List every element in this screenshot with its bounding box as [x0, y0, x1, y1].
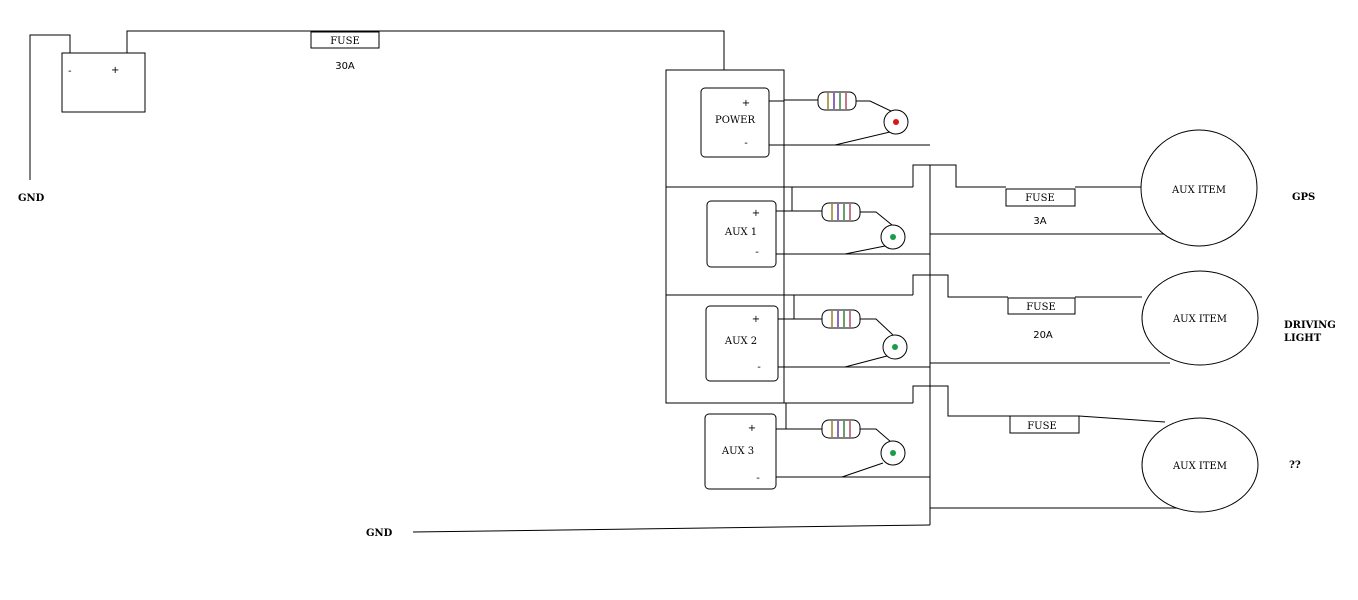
main-power-wire — [126, 30, 725, 70]
switch-aux2-led-wire-bottom — [844, 355, 888, 368]
aux-item-1-label: AUX ITEM — [1171, 185, 1226, 196]
switch-aux3-label: AUX 3 — [721, 446, 754, 457]
switch-power-label: POWER — [715, 115, 756, 126]
switch-aux2-label: AUX 2 — [724, 336, 757, 347]
aux-fuse-1-rating: 3A — [1033, 216, 1046, 227]
aux-item-2-label: AUX ITEM — [1172, 314, 1227, 325]
main-fuse-body — [310, 31, 380, 49]
aux-circuit-driving-light: FUSE 20A AUX ITEM DRIVING LIGHT — [930, 270, 1336, 366]
return-ground-wire — [412, 524, 931, 533]
switch-aux1-body — [706, 200, 777, 268]
aux2-output-step — [912, 274, 1008, 298]
main-fuse-rating: 30A — [335, 61, 355, 72]
battery-gnd-label: GND — [18, 193, 45, 204]
switch-aux3-minus: - — [756, 473, 760, 484]
switch-aux3-led-dot — [890, 450, 896, 456]
switch-aux3-led-wire-top — [860, 428, 892, 443]
switch-aux2-resistor-icon — [821, 309, 861, 329]
aux-fuse-2 — [1007, 297, 1076, 315]
main-fuse-label: FUSE — [330, 36, 360, 47]
aux-item-2-name-line1: DRIVING — [1284, 320, 1336, 331]
aux-item-3-label: AUX ITEM — [1172, 461, 1227, 472]
switch-aux3-body — [704, 413, 777, 490]
aux1-output-step — [912, 164, 1006, 188]
switch-aux3: + AUX 3 - — [704, 413, 930, 490]
aux3-output-step — [912, 385, 1010, 417]
main-fuse: FUSE 30A — [310, 31, 380, 72]
aux-item-3-name: ?? — [1289, 460, 1301, 471]
aux-circuit-gps: FUSE 3A AUX ITEM GPS — [930, 129, 1315, 247]
switch-aux2-led-dot — [892, 344, 898, 350]
battery-negative-terminal: - — [68, 66, 72, 77]
switch-power-resistor-icon — [817, 91, 857, 111]
switch-aux3-plus: + — [748, 423, 756, 434]
aux-fuse-1 — [1005, 188, 1076, 207]
battery-body — [61, 52, 146, 113]
switch-aux1: + AUX 1 - — [706, 200, 930, 268]
aux-fuse-3 — [1009, 415, 1080, 434]
switch-aux1-label: AUX 1 — [724, 227, 757, 238]
switch-power-led-wire-top — [856, 100, 894, 113]
switch-aux2-plus: + — [752, 314, 760, 325]
battery-ground-wire — [29, 34, 71, 180]
switch-aux1-resistor-icon — [821, 202, 861, 222]
aux-circuit-unknown: FUSE AUX ITEM ?? — [930, 415, 1301, 513]
switch-power-plus-wire — [769, 99, 818, 102]
switch-aux1-led-wire-top — [860, 211, 893, 226]
aux-item-3 — [1141, 417, 1259, 513]
aux-item-3-feed-wire — [1078, 415, 1166, 423]
switch-aux2-minus: - — [757, 362, 761, 373]
battery-positive-terminal: + — [111, 65, 119, 76]
aux-item-2-name-line2: LIGHT — [1284, 333, 1322, 344]
switch-aux2-led-wire-top — [860, 318, 894, 336]
switch-aux2: + AUX 2 - — [705, 305, 930, 382]
aux-item-2 — [1141, 270, 1259, 366]
battery: - + — [61, 52, 146, 113]
switch-power: + POWER - — [700, 87, 930, 158]
switch-power-plus: + — [742, 98, 750, 109]
aux-fuse-2-label: FUSE — [1026, 302, 1056, 313]
switch-aux1-led-dot — [890, 234, 896, 240]
switch-power-minus: - — [744, 138, 748, 149]
switch-aux1-plus: + — [752, 208, 760, 219]
switch-aux3-led-wire-bottom — [841, 462, 884, 478]
return-gnd-label: GND — [366, 528, 393, 539]
switch-aux3-resistor-icon — [821, 419, 861, 439]
switch-power-body — [700, 87, 770, 158]
aux-item-1 — [1140, 129, 1258, 247]
switch-aux2-body — [705, 305, 779, 382]
switch-power-led-dot — [893, 119, 899, 125]
switch-aux1-minus: - — [755, 247, 759, 258]
aux-fuse-1-label: FUSE — [1025, 193, 1055, 204]
aux-fuse-3-label: FUSE — [1027, 421, 1057, 432]
aux-fuse-2-rating: 20A — [1033, 330, 1053, 341]
switch-power-led-wire-bottom — [834, 131, 891, 146]
switch-aux1-led-wire-bottom — [844, 245, 886, 255]
aux-item-1-name: GPS — [1292, 192, 1315, 203]
